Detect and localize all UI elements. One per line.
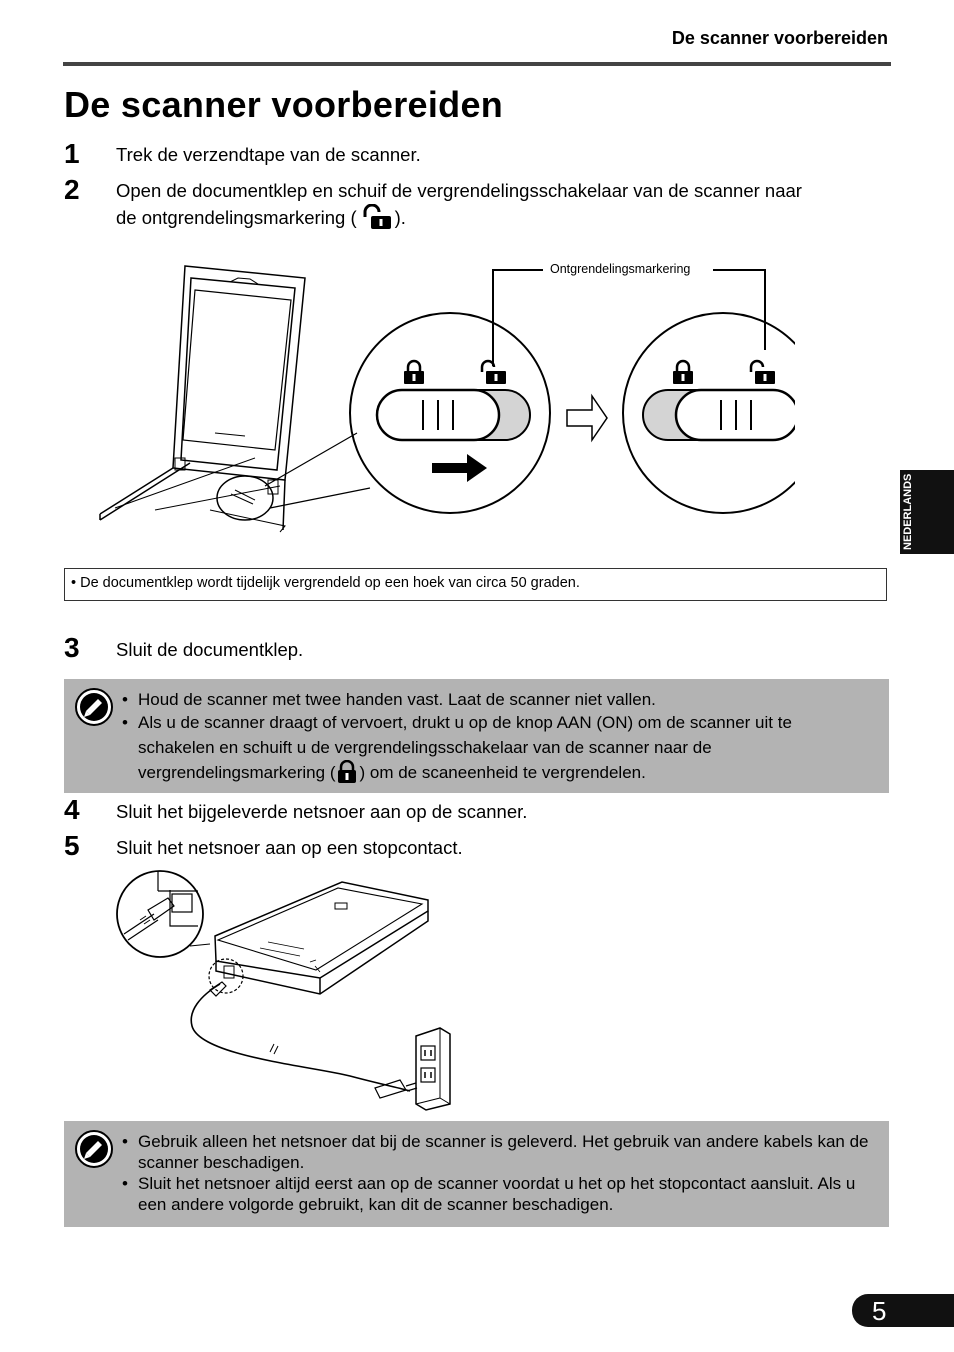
page-number: 5 (872, 1296, 887, 1326)
power-cord-illustration (116, 870, 451, 1111)
step-number-3: 3 (64, 632, 80, 663)
unlock-mark-callout: Ontgrendelingsmarkering (550, 262, 691, 276)
step-number-2: 2 (64, 174, 80, 205)
step-text-4: Sluit het bijgeleverde netsnoer aan op d… (116, 801, 528, 822)
unlock-switch-illustration (99, 265, 795, 533)
language-tab: NEDERLANDS (900, 470, 954, 554)
caution-1-item-1: Houd de scanner met twee handen vast. La… (120, 689, 883, 710)
caution-1-item-2: Als u de scanner draagt of vervoert, dru… (120, 710, 883, 785)
step-text-2-line1: Open de documentklep en schuif de vergre… (116, 180, 802, 201)
lock-icon (338, 760, 357, 783)
step-text-5: Sluit het netsnoer aan op een stopcontac… (116, 837, 463, 858)
caution-box-2: Gebruik alleen het netsnoer dat bij de s… (64, 1121, 889, 1227)
step-text-2: Open de documentklep en schuif de vergre… (116, 178, 802, 231)
header-rule (63, 62, 891, 66)
caution-box-1: Houd de scanner met twee handen vast. La… (64, 679, 889, 793)
step-text-3: Sluit de documentklep. (116, 639, 304, 660)
caution-icon (75, 1130, 113, 1168)
unlock-icon (363, 204, 391, 229)
unlock-icon (749, 359, 775, 384)
caution-2-item-2: Sluit het netsnoer altijd eerst aan op d… (120, 1173, 883, 1215)
step-number-1: 1 (64, 138, 80, 169)
step-text-2-line2: de ontgrendelingsmarkering (). (116, 204, 802, 231)
lock-icon (404, 359, 424, 384)
lock-icon (673, 359, 693, 384)
step-number-5: 5 (64, 830, 80, 861)
step-text-1: Trek de verzendtape van de scanner. (116, 144, 421, 165)
page-number-tab: 5 (852, 1294, 954, 1327)
running-header: De scanner voorbereiden (671, 28, 888, 48)
note-box: • De documentklep wordt tijdelijk vergre… (64, 568, 887, 601)
caution-2-item-1: Gebruik alleen het netsnoer dat bij de s… (120, 1131, 883, 1173)
step-number-4: 4 (64, 794, 80, 825)
caution-icon (75, 688, 113, 726)
page-title: De scanner voorbereiden (64, 84, 504, 125)
